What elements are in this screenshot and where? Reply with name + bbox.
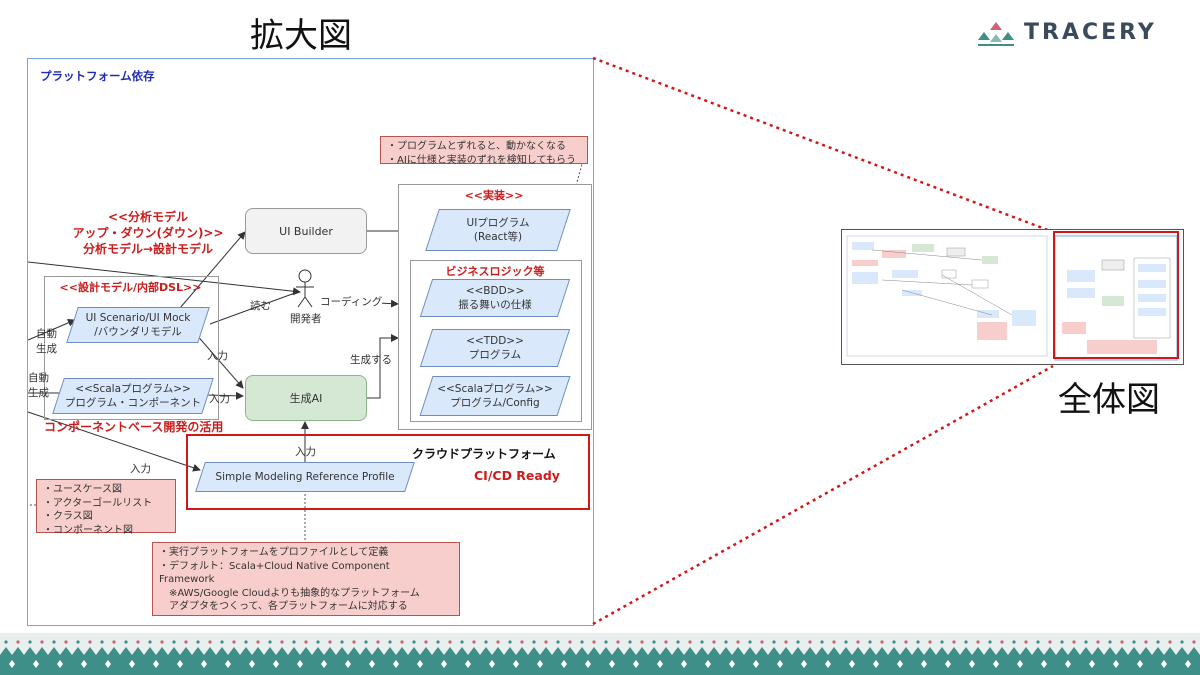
input-label-1: 入力 — [207, 350, 228, 362]
implementation-title: <<実装>> — [464, 189, 524, 202]
ui-builder-node: UI Builder — [245, 208, 367, 254]
scala-program-config-node: <<Scalaプログラム>> プログラム/Config — [426, 376, 564, 416]
platform-note: ・実行プラットフォームをプロファイルとして定義 ・デフォルト：Scala+Clo… — [152, 542, 460, 616]
tracery-logo-icon — [978, 22, 1014, 46]
design-model-label: <<設計モデル/内部DSL>> — [59, 281, 202, 294]
auto-gen-label-1: 自動 生成 — [36, 328, 57, 355]
design-model-box — [44, 276, 219, 420]
coding-label: コーディング — [320, 294, 383, 309]
top-note: ・プログラムとずれると、動かなくなる ・AIに仕様と実装のずれを検知してもらう — [380, 136, 588, 166]
panel-title: プラットフォーム依存 — [40, 69, 155, 83]
scala-program-node: <<Scalaプログラム>> プログラム・コンポーネント — [58, 378, 208, 414]
overview-thumbnail-graphic — [846, 235, 1178, 361]
developer-label: 開発者 — [290, 313, 322, 325]
input-label-4: 入力 — [130, 463, 151, 475]
model-list-note: ・ユースケース図 ・アクターゴールリスト ・クラス図 ・コンポーネント図 — [36, 479, 176, 536]
ui-program-node: UIプログラム (React等) — [432, 209, 564, 251]
smrp-node: Simple Modeling Reference Profile — [200, 462, 410, 492]
gen-ai-node: 生成AI — [245, 375, 367, 421]
overview-label: 全体図 — [1058, 380, 1160, 420]
tracery-logo: TRACERY — [976, 20, 1176, 50]
input-label-2: 入力 — [209, 393, 230, 405]
cloud-platform-label: クラウドプラットフォーム — [412, 447, 556, 461]
business-logic-title: ビジネスロジック等 — [445, 265, 545, 278]
bdd-node: <<BDD>> 振る舞いの仕様 — [426, 279, 564, 317]
overview-highlight — [1053, 231, 1179, 359]
footer-pattern — [0, 633, 1200, 675]
generate-label: 生成する — [350, 354, 392, 366]
page-title: 拡大図 — [250, 16, 352, 56]
tdd-node: <<TDD>> プログラム — [426, 329, 564, 367]
analysis-model-label: <<分析モデル アップ・ダウン(ダウン)>> 分析モデル→設計モデル — [72, 210, 224, 257]
cicd-ready-label: CI/CD Ready — [474, 468, 560, 483]
logo-text: TRACERY — [1024, 20, 1157, 45]
ui-scenario-node: UI Scenario/UI Mock /バウンダリモデル — [72, 307, 204, 343]
overview-thumbnail — [841, 229, 1184, 365]
footer-band — [0, 633, 1200, 675]
input-label-3: 入力 — [295, 446, 316, 458]
reads-label: 読む — [250, 300, 271, 312]
cloud-platform-highlight — [186, 434, 590, 510]
auto-gen-label-2: 自動 生成 — [28, 372, 49, 399]
component-based-label: コンポーネントベース開発の活用 — [44, 420, 224, 434]
